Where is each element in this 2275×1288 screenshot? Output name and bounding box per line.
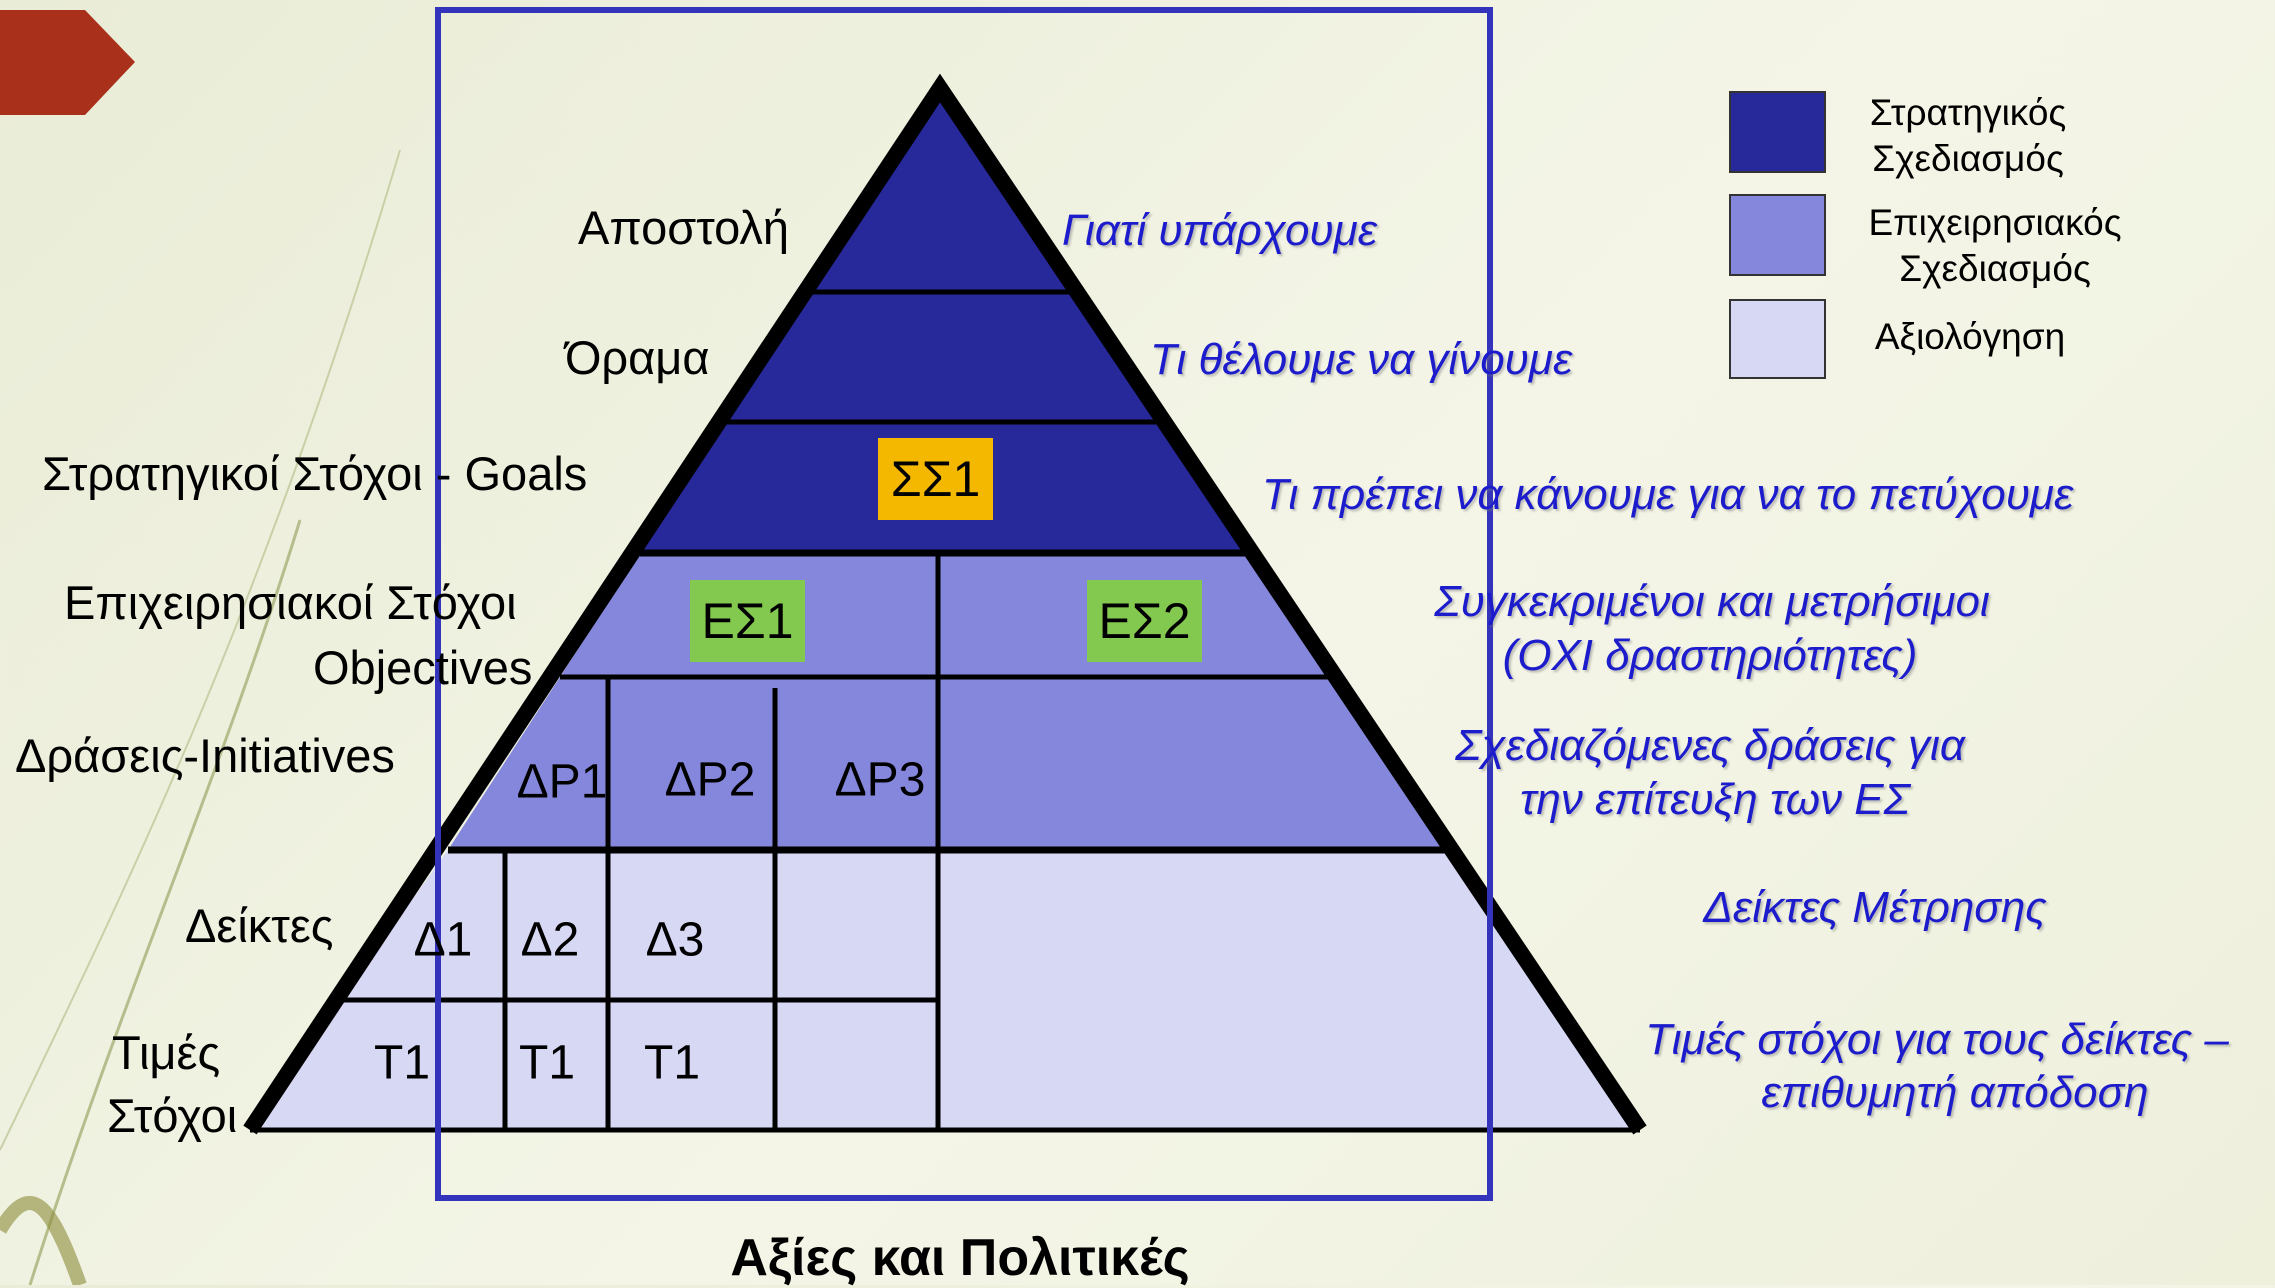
legend-label-operational: Επιχειρησιακός Σχεδιασμός — [1868, 200, 2121, 293]
legend-swatch-operational — [1729, 194, 1826, 276]
band-objectives — [560, 553, 1330, 677]
level-desc-objectives-1: Συγκεκριμένοι και μετρήσιμοι — [1434, 577, 1990, 626]
initiative-cell: ΔΡ1 — [516, 755, 608, 809]
legend-line: Αξιολόγηση — [1874, 316, 2066, 357]
level-desc-vision: Τι θέλουμε να γίνουμε — [1150, 335, 1573, 384]
frame-rectangle — [435, 7, 1493, 1201]
level-desc-targets-1: Τιμές στόχοι για τους δείκτες – — [1645, 1015, 2229, 1064]
level-label-indicators: Δείκτες — [185, 899, 334, 952]
band-mission — [803, 88, 1077, 292]
level-label-objectives-en: Objectives — [313, 641, 533, 694]
level-label-initiatives: Δράσεις-Initiatives — [15, 729, 395, 782]
legend-swatch-evaluation — [1729, 299, 1826, 379]
level-desc-initiatives-2: την επίτευξη των ΕΣ — [1519, 775, 1911, 824]
legend-line: Σχεδιασμός — [1872, 138, 2064, 180]
legend-line: Επιχειρησιακός — [1868, 202, 2122, 243]
level-desc-initiatives-1: Σχεδιαζόμενες δράσεις για — [1455, 721, 1965, 770]
badge-objective-1: ΕΣ1 — [690, 580, 805, 662]
badge-objective-2: ΕΣ2 — [1087, 580, 1202, 662]
target-cell: Τ1 — [518, 1036, 576, 1090]
level-label-objectives: Επιχειρησιακοί Στόχοι — [64, 576, 517, 629]
pyramid-outline — [243, 73, 1647, 1135]
band-vision — [725, 292, 1157, 422]
target-cell: Τ1 — [643, 1036, 701, 1090]
legend-label-evaluation: Αξιολόγηση — [1875, 314, 2065, 360]
level-desc-targets-2: επιθυμητή απόδοση — [1761, 1068, 2149, 1117]
target-cell: Τ1 — [373, 1036, 431, 1090]
band-targets — [250, 1000, 1640, 1130]
legend-line: Στρατηγικός — [1869, 92, 2067, 133]
legend-line: Σχεδιασμός — [1899, 248, 2091, 290]
level-desc-goals: Τι πρέπει να κάνουμε για να το πετύχουμε — [1262, 470, 2074, 519]
arrow-marker — [0, 10, 135, 115]
initiative-cell: ΔΡ3 — [834, 753, 926, 807]
indicator-cell: Δ3 — [645, 913, 705, 967]
level-label-vision: Όραμα — [565, 331, 710, 384]
level-label-goals: Στρατηγικοί Στόχοι - Goals — [42, 447, 588, 500]
band-initiatives — [448, 677, 1445, 850]
indicator-cell: Δ2 — [520, 913, 580, 967]
level-label-mission: Αποστολή — [578, 201, 790, 254]
band-indicators — [340, 850, 1545, 1000]
level-label-targets-1: Τιμές — [112, 1026, 221, 1079]
level-desc-indicators: Δείκτες Μέτρησης — [1703, 883, 2047, 932]
initiative-cell: ΔΡ2 — [664, 753, 756, 807]
background-decoration — [0, 149, 401, 1285]
level-label-targets-2: Στόχοι — [107, 1089, 238, 1142]
grid-lines — [340, 289, 1445, 1130]
legend-label-strategic: Στρατηγικός Σχεδιασμός — [1870, 90, 2067, 183]
footer-values-policies: Αξίες και Πολιτικές — [730, 1229, 1190, 1287]
level-desc-objectives-2: (ΟΧΙ δραστηριότητες) — [1502, 631, 1918, 680]
level-desc-mission: Γιατί υπάρχουμε — [1062, 206, 1378, 255]
indicator-cell: Δ1 — [413, 913, 473, 967]
badge-strategic-goal: ΣΣ1 — [878, 438, 993, 520]
legend-swatch-strategic — [1729, 91, 1826, 173]
